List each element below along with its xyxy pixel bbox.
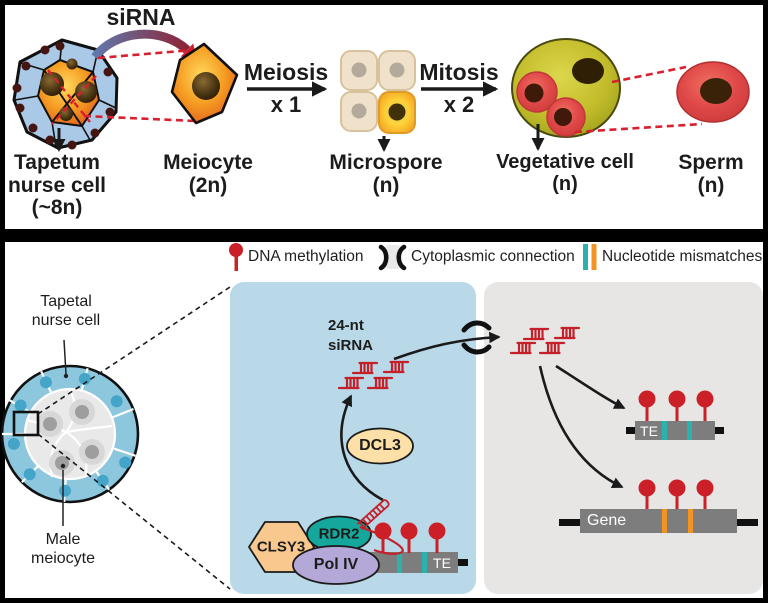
te-label-meiocyte: TE <box>433 554 451 571</box>
clsy3-label: CLSY3 <box>256 538 306 556</box>
dcl3-label: DCL3 <box>359 437 401 454</box>
dcl3-ellipse <box>346 427 414 465</box>
meiosis-count-label: x 1 <box>270 92 302 117</box>
tapetum-label: Tapetum nurse cell (~8n) <box>7 151 107 220</box>
sirna-arrow-label: siRNA <box>106 4 176 30</box>
targeting-arrow-te <box>555 364 626 410</box>
poliv-label: Pol IV <box>313 556 359 573</box>
vegetative-cell <box>511 38 621 151</box>
methylation-lollipops-te-meiocyte <box>374 522 446 553</box>
microspore-tetrad <box>340 50 416 152</box>
tapetum-nurse-cell-cluster <box>12 38 119 152</box>
ring-nuclei <box>12 41 115 150</box>
cytoplasmic-connection-marks <box>461 320 492 355</box>
legend-cytoplasmic-connection-label: Cytoplasmic connection <box>411 248 575 265</box>
zoom-region-box <box>12 410 40 437</box>
legend-cytoplasmic-connection-icon <box>378 244 407 271</box>
mitosis-label: Mitosis <box>419 59 499 85</box>
targeting-arrow-gene <box>538 365 624 489</box>
microspore-label: Microspore (n) <box>329 151 443 197</box>
te-label-nurse: TE <box>640 422 658 439</box>
zoom-projection-dashes <box>37 286 231 590</box>
anther-cross-section <box>0 339 140 526</box>
meiocyte-label: Meiocyte (2n) <box>163 151 253 197</box>
te-locus-nurse <box>626 390 724 440</box>
sperm-label: Sperm (n) <box>678 151 744 197</box>
male-meiocyte-label: Male meiocyte <box>30 531 96 568</box>
gene-label: Gene <box>587 512 627 529</box>
vegetative-cell-label: Vegetative cell (n) <box>496 151 634 195</box>
tapetal-ring-nuclei <box>7 372 132 497</box>
dicing-arrow <box>340 394 384 502</box>
rdr2-label: RDR2 <box>318 525 360 543</box>
te-locus-meiocyte <box>370 552 468 573</box>
legend-dna-methylation-label: DNA methylation <box>248 248 364 265</box>
gene-locus-nurse <box>559 479 758 533</box>
nurse-cell-panel <box>484 282 763 594</box>
legend-methylation-icon <box>229 243 243 271</box>
legend-nucleotide-mismatches-label: Nucleotide mismatches <box>602 248 763 265</box>
mitosis-count-label: x 2 <box>443 92 475 117</box>
projection-lines-vegetative-to-sperm <box>574 65 703 134</box>
meiocyte-cell <box>170 42 239 125</box>
tapetal-nurse-cell-label: Tapetal nurse cell <box>31 293 101 330</box>
projection-lines-cluster-to-meiocyte <box>83 48 197 123</box>
sirna-24nt-label: 24-nt siRNA <box>328 317 374 355</box>
sperm-cell <box>676 61 750 123</box>
sirna-export-arrow <box>393 331 501 361</box>
poliv-ellipse <box>292 545 380 585</box>
legend-mismatch-icon <box>583 244 597 270</box>
meiosis-label: Meiosis <box>243 59 329 85</box>
